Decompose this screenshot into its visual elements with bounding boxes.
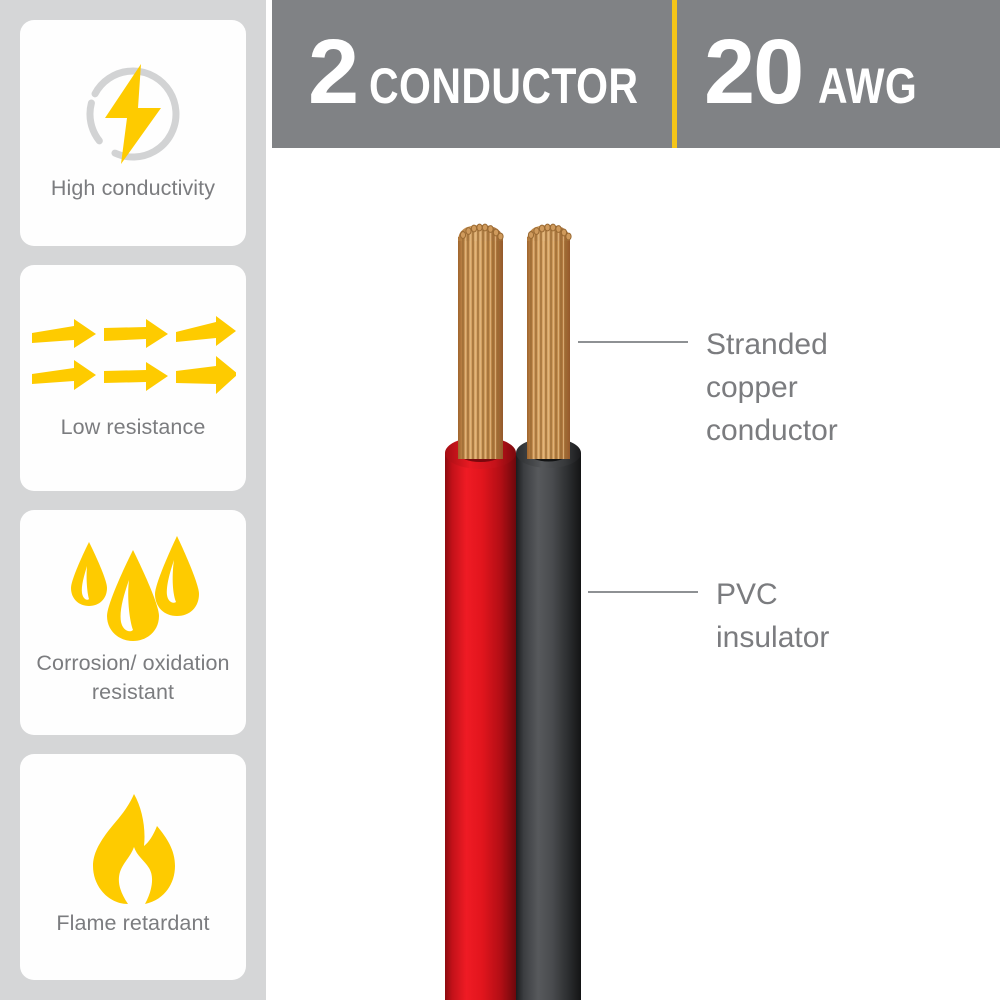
feature-card-corrosion-resistant: Corrosion/ oxidation resistant: [20, 509, 246, 736]
gauge-unit: AWG: [818, 58, 918, 114]
flame-icon: [87, 793, 179, 904]
wire-red: [445, 223, 516, 1000]
callout-label: Stranded copper conductor: [706, 328, 838, 447]
wire-illustration: [430, 215, 600, 1000]
callout-pvc-insulator: PVC insulator: [588, 573, 829, 659]
feature-card-high-conductivity: High conductivity: [20, 20, 246, 246]
spec-conductor-count: 2 CONDUCTOR: [308, 26, 698, 118]
conductor-count-number: 2: [308, 21, 359, 123]
feature-label: Flame retardant: [56, 910, 210, 935]
banner-divider: [672, 0, 677, 148]
arrows-flow-icon: [30, 311, 236, 407]
spec-gauge: 20 AWG: [704, 26, 939, 118]
spec-banner: 2 CONDUCTOR 20 AWG: [272, 0, 1000, 148]
callout-leader-line: [578, 341, 688, 343]
water-droplets-icon: [63, 535, 203, 643]
feature-sidebar: High conductivity Lo: [0, 0, 266, 1000]
conductor-count-unit: CONDUCTOR: [369, 58, 639, 114]
wire-black: [516, 223, 581, 1000]
callout-label: PVC insulator: [716, 578, 830, 654]
lightning-bolt-in-circle-icon: [81, 60, 185, 168]
feature-card-low-resistance: Low resistance: [20, 264, 246, 491]
feature-card-flame-retardant: Flame retardant: [20, 754, 246, 980]
feature-label: Corrosion/ oxidation resistant: [36, 651, 230, 705]
feature-label: Low resistance: [60, 415, 206, 440]
callout-stranded-copper-conductor: Stranded copper conductor: [578, 323, 838, 452]
gauge-number: 20: [704, 21, 804, 123]
feature-label: High conductivity: [50, 176, 216, 201]
callout-leader-line: [588, 591, 698, 593]
